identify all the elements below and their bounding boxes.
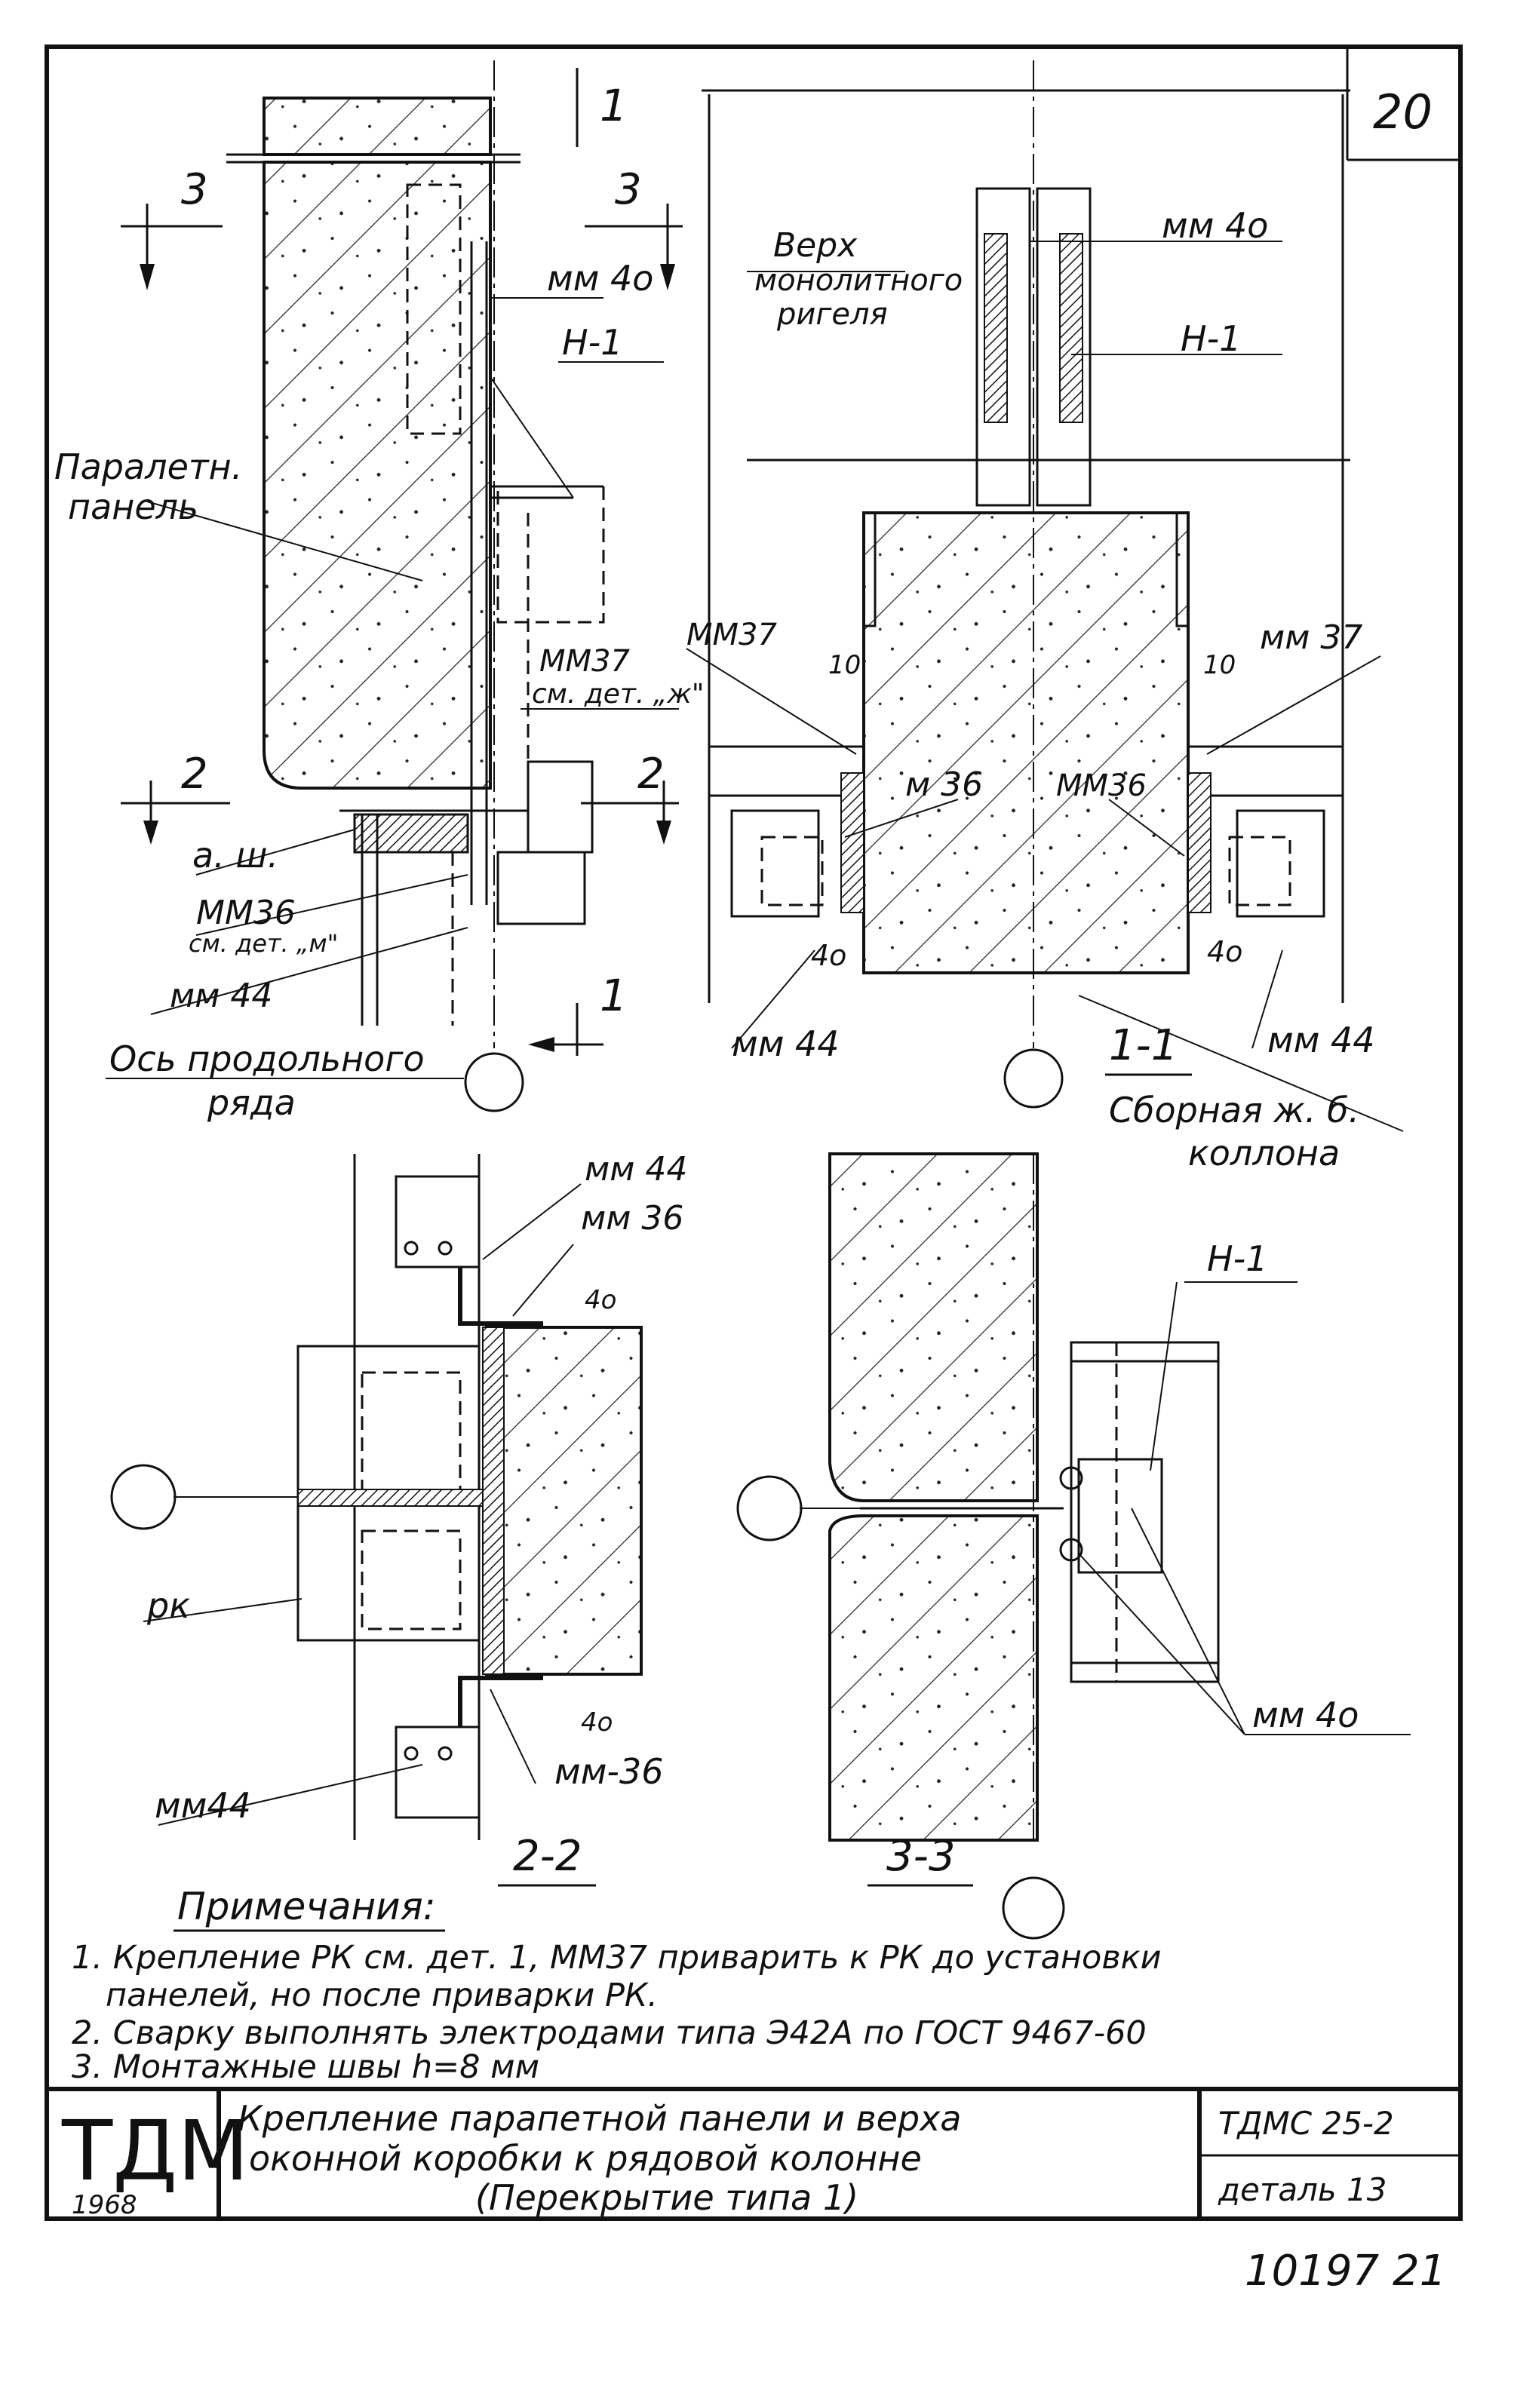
label-mm44-sec-right: мм 44 xyxy=(1267,1020,1375,1060)
axis-bubble-3 xyxy=(110,1464,177,1530)
note-line-1: 1. Крепление РК см. дет. 1, ММ37 привари… xyxy=(72,1939,1162,1977)
axis-bubble-1 xyxy=(464,1052,524,1112)
label-m36: м 36 xyxy=(905,765,983,804)
label-mm36-22-top: мм 36 xyxy=(581,1199,683,1238)
label-mm37-sec: ММ37 xyxy=(686,618,777,652)
label-verh: Верх xyxy=(773,226,858,265)
year: 1968 xyxy=(72,2190,137,2220)
note-line-2: 2. Сварку выполнять электродами типа Э42… xyxy=(72,2014,1147,2052)
axis-bubble-5 xyxy=(1002,1876,1065,1940)
section-mark-1-top: 1 xyxy=(600,80,628,131)
archive-number: 10197 21 xyxy=(1245,2247,1446,2296)
label-parapet-2: панель xyxy=(68,486,198,527)
label-mm44-sec-left: мм 44 xyxy=(732,1023,840,1064)
label-ten-right: 10 xyxy=(1203,650,1236,680)
label-axis-1: Ось продольного xyxy=(109,1038,425,1079)
label-rk: рк xyxy=(146,1585,190,1626)
section-mark-3-right: 3 xyxy=(615,165,642,214)
label-n1: Н-1 xyxy=(562,322,622,363)
label-mm37-left: ММ37 xyxy=(539,644,630,679)
view-section-2-2: мм 44 мм 36 4о рк 4о мм-36 мм44 2-2 xyxy=(110,1150,687,1887)
label-mm37-right: мм 37 xyxy=(1260,618,1362,657)
note-line-1b: панелей, но после приварки РК. xyxy=(106,1977,658,2014)
label-see-det-m: см. дет. „м" xyxy=(189,929,338,958)
label-forty-22-bot: 4о xyxy=(581,1707,613,1738)
view-section-3-3: Н-1 мм 4о 3-3 xyxy=(736,1152,1411,1940)
label-column-2: коллона xyxy=(1188,1133,1340,1173)
label-mm36-sec: ММ36 xyxy=(1056,768,1147,803)
label-ten-left: 10 xyxy=(828,650,861,680)
label-axis-2: ряда xyxy=(207,1082,296,1123)
view-title-2-2: 2-2 xyxy=(513,1832,582,1881)
label-mm44-22-top: мм 44 xyxy=(585,1150,687,1189)
label-parapet-1: Паралетн. xyxy=(54,446,242,487)
label-column-1: Сборная ж. б. xyxy=(1109,1090,1359,1130)
label-forty-22-top: 4о xyxy=(585,1285,616,1315)
label-mm44-22-bot: мм44 xyxy=(155,1785,251,1826)
label-forty-left: 4о xyxy=(811,939,846,972)
label-monolith: монолитного xyxy=(754,263,963,298)
notes-block: Примечания: 1. Крепление РК см. дет. 1, … xyxy=(72,1885,1162,2086)
title-line-2: оконной коробки к рядовой колонне xyxy=(249,2138,922,2179)
note-line-3: 3. Монтажные швы h=8 мм xyxy=(72,2048,539,2086)
label-n1-sec: Н-1 xyxy=(1181,318,1241,359)
label-mm40: мм 4о xyxy=(1162,205,1268,246)
label-rigel: ригеля xyxy=(776,297,888,332)
section-mark-3-left: 3 xyxy=(181,165,208,214)
label-n1-33: Н-1 xyxy=(1207,1238,1267,1279)
view-parapet-section: 1 1 3 3 2 2 мм 4о Н-1 Паралетн. панель М… xyxy=(54,60,704,1123)
notes-title: Примечания: xyxy=(177,1885,436,1928)
label-mm44-left: мм 44 xyxy=(170,977,272,1015)
drawing-code: ТДМС 25-2 xyxy=(1218,2105,1394,2142)
precast-column xyxy=(862,511,1190,974)
label-mm40a: мм 4о xyxy=(547,258,653,299)
axis-bubble-4 xyxy=(736,1475,803,1541)
axis-bubble-2 xyxy=(1003,1048,1064,1109)
detail-number: деталь 13 xyxy=(1218,2171,1387,2208)
label-aw: а. ш. xyxy=(192,835,278,876)
label-mm36-22-bot: мм-36 xyxy=(554,1751,664,1792)
label-forty-right: 4о xyxy=(1207,935,1242,968)
label-see-det-zh: см. дет. „ж" xyxy=(532,679,704,710)
section-mark-2-left: 2 xyxy=(181,750,208,799)
view-section-1-1: мм 4о Н-1 Верх монолитного ригеля ММ37 м… xyxy=(686,60,1404,1173)
label-mm36-left: ММ36 xyxy=(196,894,296,932)
logo-tdm: ТДМ xyxy=(61,2103,249,2199)
section-mark-1-bottom: 1 xyxy=(600,970,628,1021)
label-mm40-33: мм 4о xyxy=(1252,1695,1359,1735)
title-line-1: Крепление парапетной панели и верха xyxy=(238,2098,962,2139)
view-title-1-1: 1-1 xyxy=(1109,1021,1178,1070)
section-mark-2-right: 2 xyxy=(637,750,665,799)
title-block: ТДМ 1968 Крепление парапетной панели и в… xyxy=(47,2087,1460,2220)
title-line-3: (Перекрытие типа 1) xyxy=(475,2177,858,2218)
sheet-number: 20 xyxy=(1373,84,1433,140)
sheet-frame: 20 xyxy=(45,44,1463,2221)
view-title-3-3: 3-3 xyxy=(886,1832,955,1881)
parapet-panel xyxy=(263,161,492,790)
